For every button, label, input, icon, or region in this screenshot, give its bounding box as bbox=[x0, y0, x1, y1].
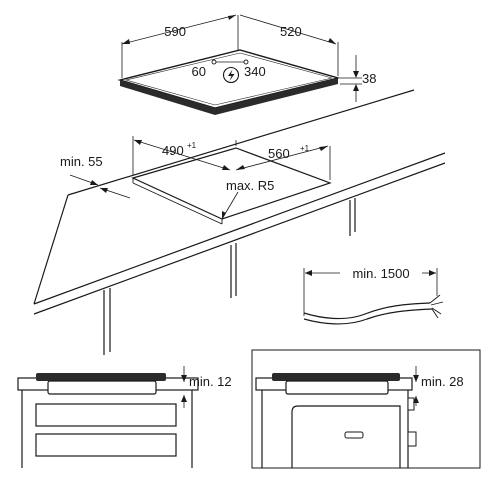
right-side-bracket-top bbox=[407, 397, 415, 411]
clearance-left-label: min. 12 bbox=[189, 374, 232, 389]
clearance-left-view bbox=[17, 366, 199, 468]
left-hob-body bbox=[47, 380, 157, 395]
hob-width-label: 590 bbox=[164, 24, 186, 39]
worktop-front-lower-edge bbox=[33, 162, 446, 315]
hob-height-dimension bbox=[340, 55, 362, 102]
worktop-back-edge bbox=[67, 89, 415, 196]
oven-handle bbox=[344, 431, 364, 439]
hob-depth-dimension bbox=[239, 14, 339, 76]
cutout-radius-label: max. R5 bbox=[226, 178, 274, 193]
hob-height-label: 38 bbox=[362, 71, 376, 86]
cable-wire-b bbox=[303, 308, 433, 325]
right-view-frame bbox=[251, 349, 481, 469]
clearance-right-view bbox=[251, 349, 481, 469]
power-cable bbox=[303, 268, 444, 325]
hob-top-inner bbox=[124, 52, 333, 106]
left-drawer-top bbox=[35, 403, 177, 427]
cutout-depth-label: 560 bbox=[268, 146, 290, 161]
oven-top bbox=[291, 405, 401, 468]
left-hob-frame bbox=[36, 373, 166, 381]
worktop-cutout bbox=[131, 147, 332, 225]
min-edge-label: min. 55 bbox=[60, 154, 103, 169]
cable-wire-a bbox=[303, 302, 431, 320]
right-side-bracket-bottom bbox=[407, 431, 417, 447]
hob-depth-label: 520 bbox=[280, 24, 302, 39]
hob-side-front bbox=[120, 80, 215, 115]
cutout-depth-tolerance: +1 bbox=[300, 144, 310, 153]
cutout-width-label: 490 bbox=[162, 143, 184, 158]
min-edge-dimension bbox=[69, 174, 131, 199]
hob-center-right-label: 340 bbox=[244, 64, 266, 79]
hob-width-dimension bbox=[121, 14, 239, 78]
cutout-width-dimension bbox=[132, 136, 237, 175]
cutout-width-tolerance: +1 bbox=[187, 141, 197, 150]
left-drawer-bottom bbox=[35, 433, 177, 457]
cutout-radius-leader bbox=[221, 191, 239, 220]
worktop-left-edge bbox=[33, 194, 69, 305]
cutout-outline bbox=[131, 147, 332, 220]
worktop-front-edge bbox=[33, 152, 446, 305]
hob-side-right bbox=[215, 78, 338, 115]
lightning-bolt-icon bbox=[228, 69, 235, 81]
hob-center-left-label: 60 bbox=[192, 64, 206, 79]
worktop bbox=[33, 89, 446, 355]
cable-length-label: min. 1500 bbox=[352, 266, 409, 281]
right-hob-body bbox=[285, 380, 389, 395]
cutout-depth-dimension bbox=[235, 145, 331, 180]
right-hob-frame bbox=[272, 373, 400, 381]
power-connector bbox=[211, 59, 249, 84]
clearance-right-label: min. 28 bbox=[421, 374, 464, 389]
